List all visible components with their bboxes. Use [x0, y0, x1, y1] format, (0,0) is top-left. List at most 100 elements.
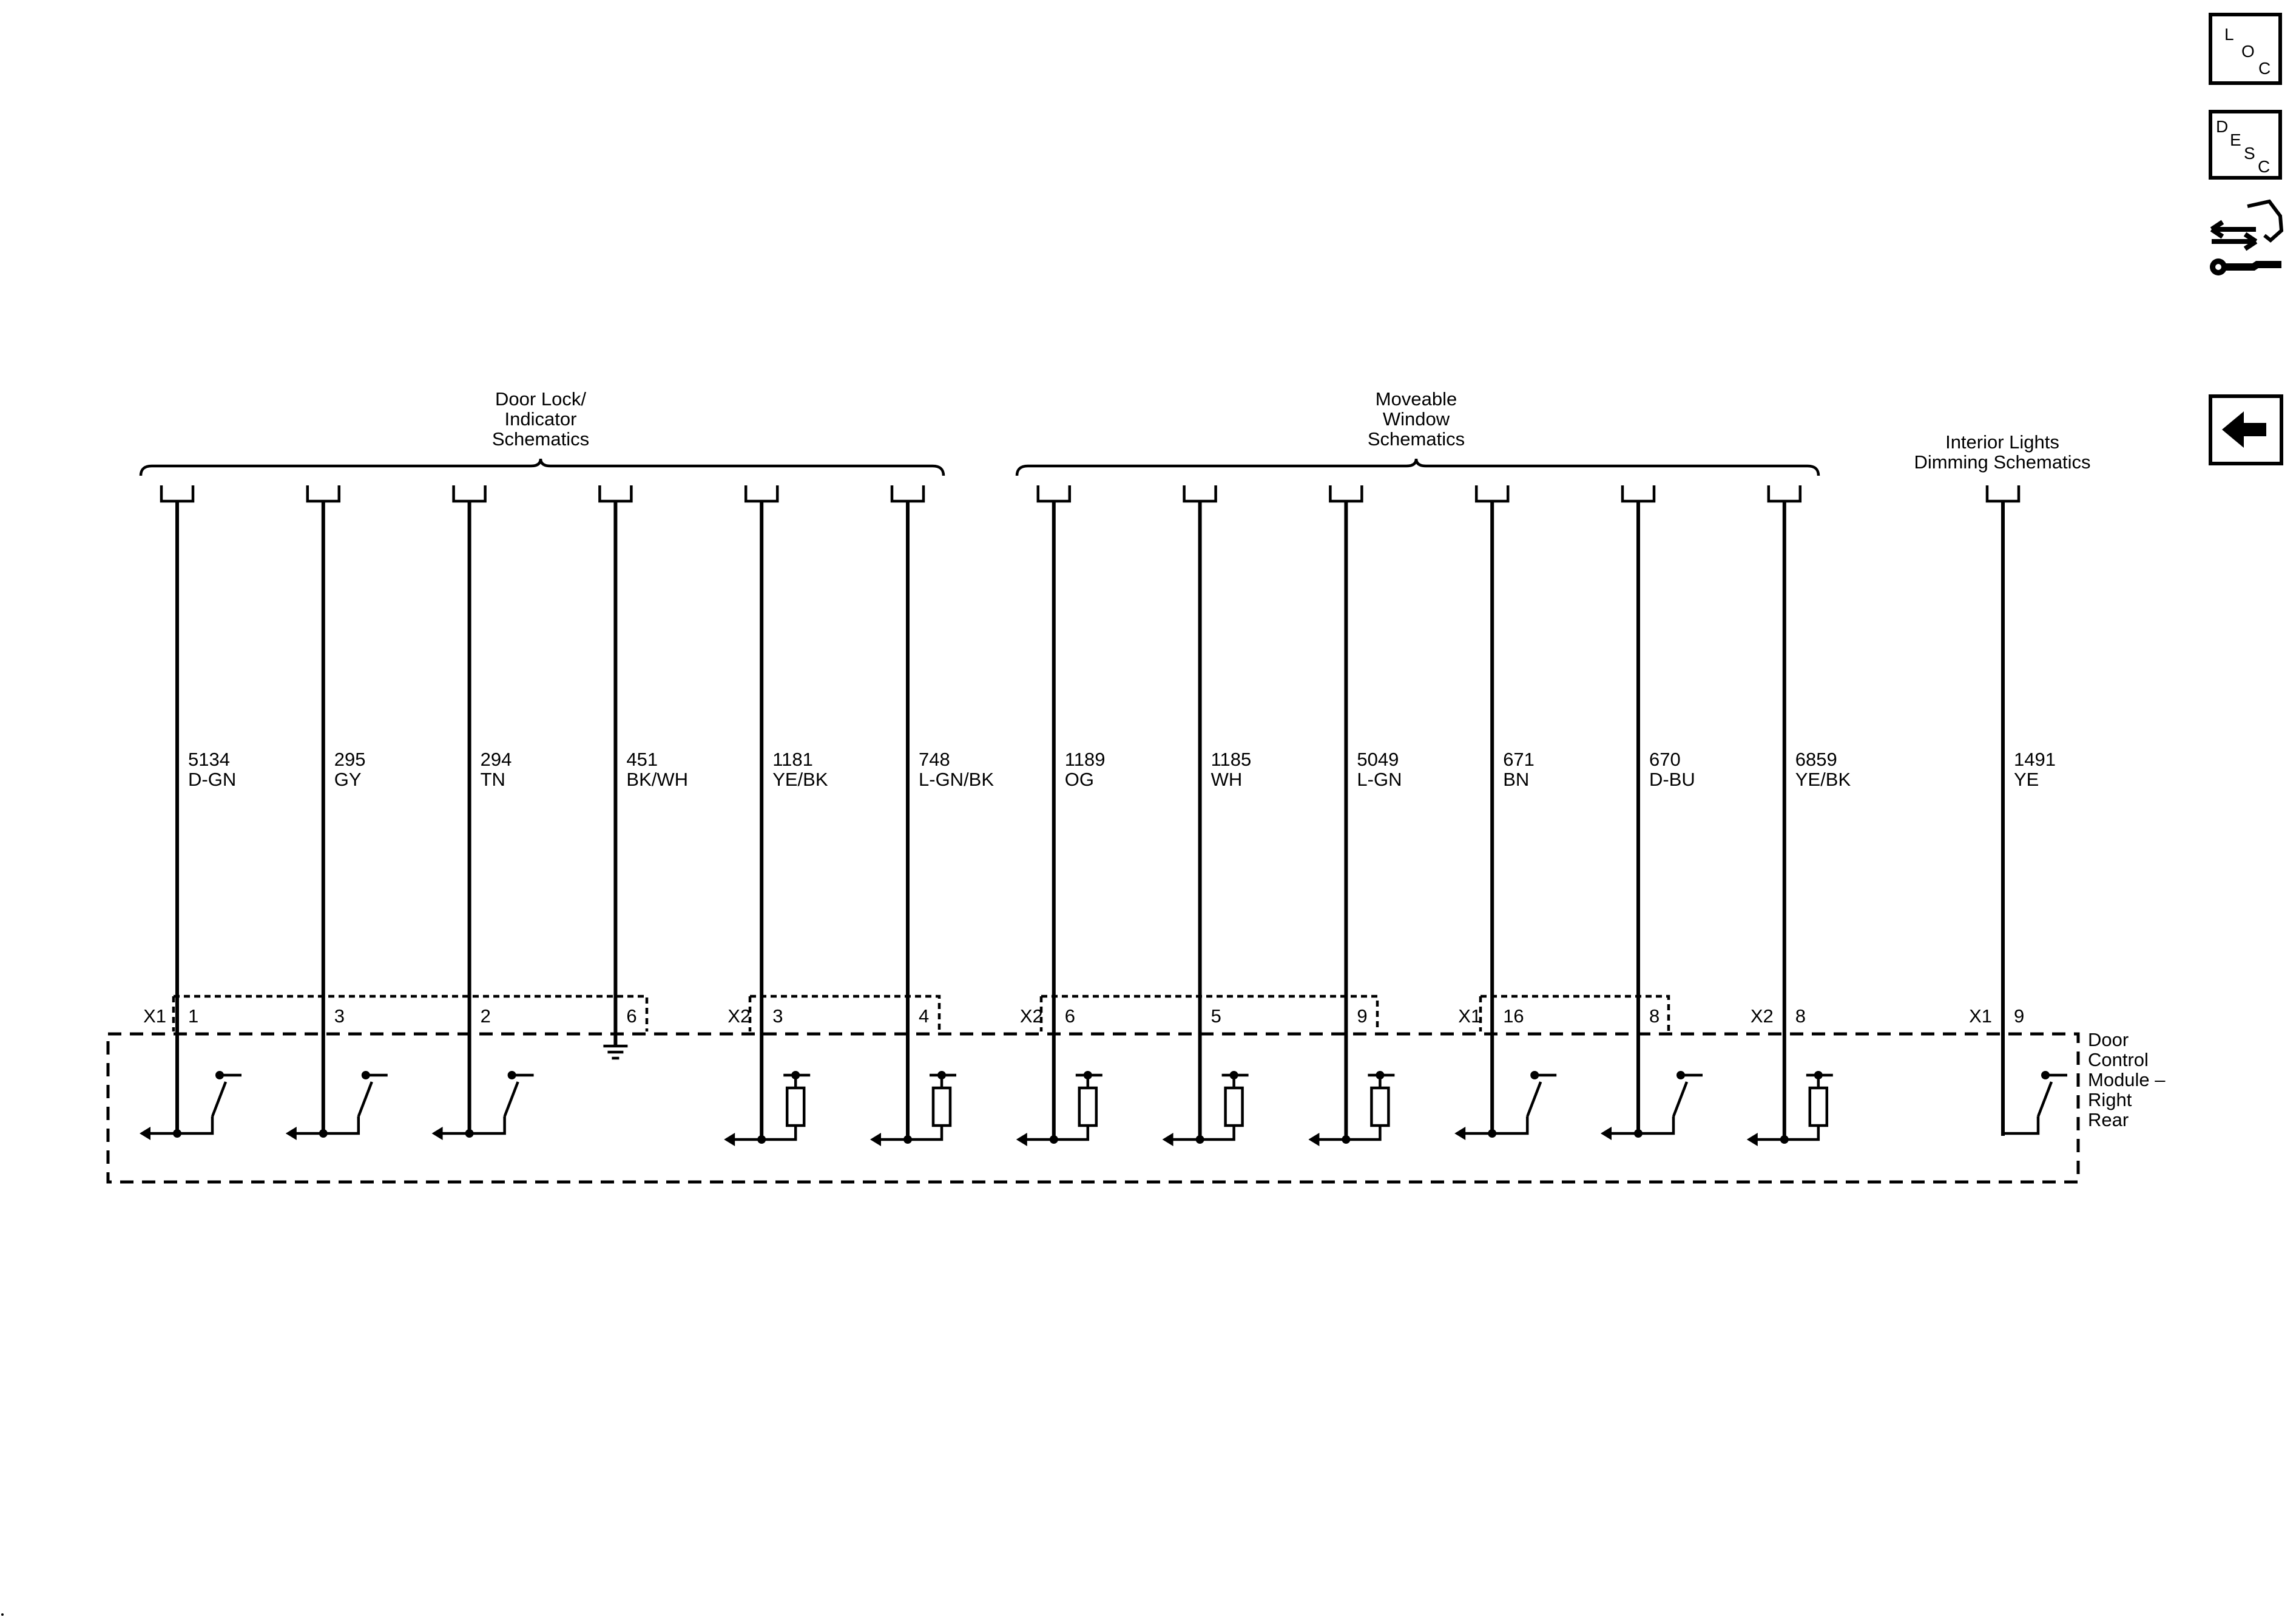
group-door-lock-label[interactable]: Door Lock/ Indicator Schematics — [492, 388, 589, 450]
group-label-line: Door Lock/ — [495, 388, 586, 410]
module-boundary — [106, 1032, 2080, 1184]
circuit-number: 1181 — [772, 749, 813, 770]
wire-color: YE/BK — [772, 769, 828, 790]
resistor-lead — [1200, 1126, 1235, 1141]
switch-contact — [469, 1116, 506, 1135]
signal-arrow-head — [1454, 1127, 1466, 1140]
switch-blade — [211, 1081, 228, 1117]
connector-label: X1 — [1458, 1005, 1481, 1027]
desc-letter: S — [2244, 144, 2255, 163]
group-interior-lights-label[interactable]: Interior Lights Dimming Schematics — [1914, 431, 2090, 473]
resistor-node — [1083, 1071, 1092, 1079]
module-label-line: Rear — [2088, 1109, 2129, 1130]
wire-terminal — [1767, 485, 1802, 503]
group-label-line: Dimming Schematics — [1914, 451, 2090, 473]
pin-number: 3 — [772, 1005, 783, 1027]
module-label-line: Module – — [2088, 1069, 2166, 1090]
loc-letter: C — [2258, 59, 2271, 78]
loc-button[interactable]: L O C — [2209, 13, 2282, 85]
wire-terminal — [1036, 485, 1072, 503]
signal-arrow-head — [140, 1127, 150, 1140]
resistor-body — [1078, 1086, 1098, 1127]
pin-number: 1 — [188, 1005, 198, 1027]
switch-blade — [1672, 1081, 1689, 1117]
switch-pivot — [215, 1071, 224, 1079]
desc-button[interactable]: D E S C — [2209, 110, 2282, 180]
wire-terminal — [160, 485, 195, 503]
switch-contact — [177, 1116, 214, 1135]
switch-contact — [2003, 1116, 2040, 1135]
circuit-number: 294 — [481, 749, 512, 770]
connector-wrench-icon[interactable] — [2210, 199, 2284, 275]
signal-arrow-head — [285, 1127, 297, 1140]
wire-color: BK/WH — [626, 769, 688, 790]
wire-terminal — [890, 485, 925, 503]
wire-terminal — [1474, 485, 1510, 503]
module-label-line: Control — [2088, 1049, 2149, 1070]
signal-arrow-head — [431, 1127, 443, 1140]
resistor-lead — [1053, 1126, 1090, 1141]
loc-letter: O — [2241, 42, 2255, 61]
resistor-node — [1376, 1071, 1385, 1079]
back-button[interactable] — [2209, 394, 2283, 465]
circuit-number: 451 — [626, 749, 658, 770]
connector-label: X2 — [1020, 1005, 1043, 1027]
circuit-number: 671 — [1503, 749, 1535, 770]
pin-number: 5 — [1211, 1005, 1221, 1027]
group-brace — [1015, 458, 1820, 476]
pin-number: 6 — [1065, 1005, 1075, 1027]
group-label-line: Indicator — [505, 408, 577, 430]
resistor-node — [937, 1071, 946, 1079]
group-label-line: Schematics — [1368, 428, 1465, 450]
wire-color: L-GN/BK — [919, 769, 994, 790]
switch-contact — [1638, 1116, 1675, 1135]
signal-arrow-head — [1746, 1133, 1758, 1146]
wire-color: TN — [481, 769, 505, 790]
pin-number: 8 — [1649, 1005, 1660, 1027]
switch-pivot — [507, 1071, 516, 1079]
group-label-line: Moveable — [1376, 388, 1457, 410]
group-label-line: Window — [1383, 408, 1450, 430]
module-label: Door Control Module – Right Rear — [2088, 1029, 2166, 1130]
resistor-body — [1224, 1086, 1244, 1127]
circuit-number: 670 — [1649, 749, 1681, 770]
wire-terminal — [452, 485, 487, 503]
switch-pivot — [2041, 1071, 2050, 1079]
switch-contact — [1492, 1116, 1529, 1135]
switch-blade — [357, 1081, 373, 1117]
pin-number: 9 — [2014, 1005, 2024, 1027]
resistor-lead — [1784, 1126, 1820, 1141]
pin-number: 6 — [626, 1005, 636, 1027]
pin-number: 16 — [1503, 1005, 1524, 1027]
connector-label: X1 — [143, 1005, 166, 1027]
switch-pivot — [1530, 1071, 1539, 1079]
wire-color: YE/BK — [1795, 769, 1851, 790]
switch-pivot — [361, 1071, 370, 1079]
connector-label: X1 — [1969, 1005, 1992, 1027]
circuit-number: 5049 — [1357, 749, 1399, 770]
loc-letter: L — [2224, 25, 2234, 44]
switch-blade — [1526, 1081, 1542, 1117]
wire-terminal — [598, 485, 633, 503]
wire-terminal — [1985, 485, 2021, 503]
wire-color: BN — [1503, 769, 1529, 790]
circuit-number: 1189 — [1065, 749, 1106, 770]
group-label-line: Schematics — [492, 428, 589, 450]
group-moveable-window-label[interactable]: Moveable Window Schematics — [1368, 388, 1465, 450]
connector-outlines — [172, 994, 1670, 1031]
